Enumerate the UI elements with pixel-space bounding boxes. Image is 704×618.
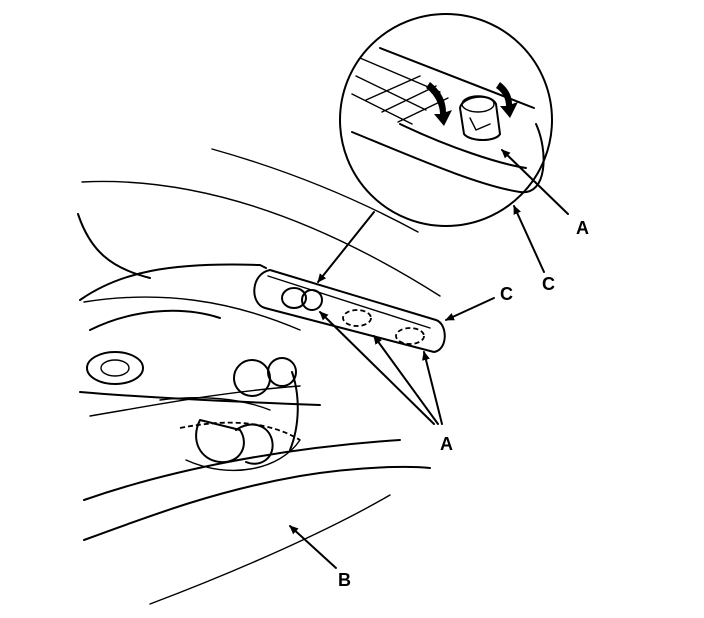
label-a-clips: A	[440, 434, 453, 454]
zoom-inset	[339, 13, 553, 227]
callout-arrows	[289, 149, 569, 569]
mechanism-part	[86, 309, 301, 472]
label-c-strip: C	[500, 284, 513, 304]
label-c-inset: C	[542, 274, 555, 294]
label-a-inset: A	[576, 218, 589, 238]
label-b-body: B	[338, 570, 351, 590]
body-panel-lines	[77, 148, 441, 605]
trim-strip	[253, 269, 446, 353]
inset-connector-arrow	[317, 211, 375, 283]
